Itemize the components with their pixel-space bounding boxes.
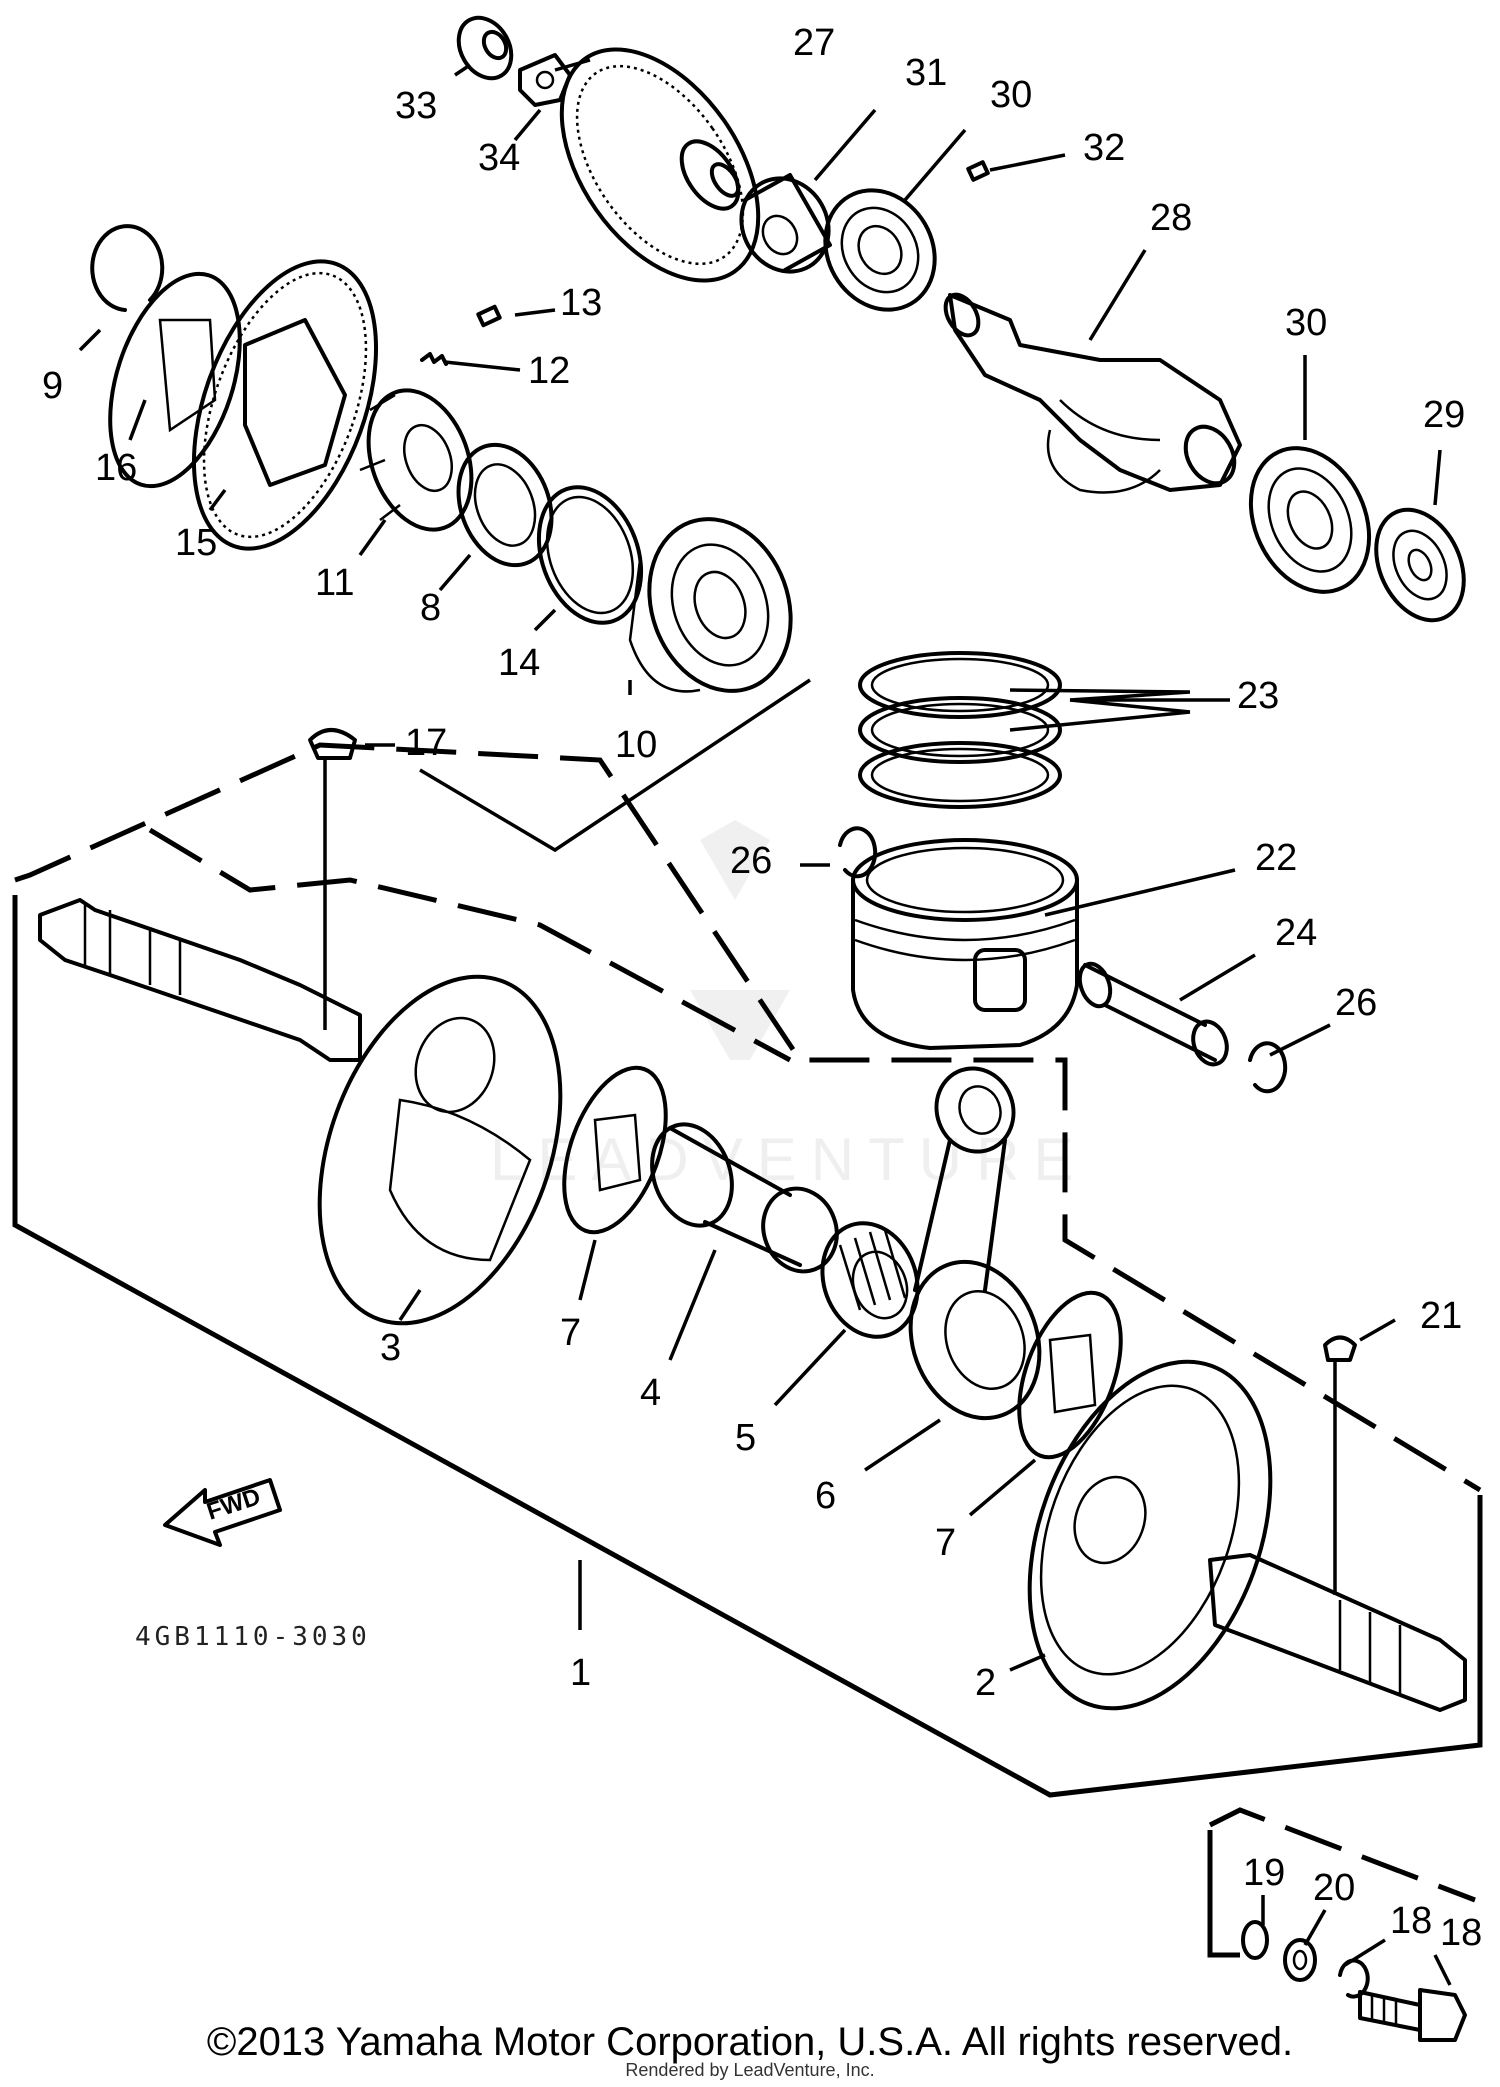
part-18-bolt xyxy=(1358,1988,1467,2042)
callout-29: 29 xyxy=(1423,394,1465,436)
part-30-bearing-upper xyxy=(823,188,937,312)
callout-19: 18 xyxy=(1390,1900,1432,1942)
callout-30-upper: 30 xyxy=(990,74,1032,116)
rendered-by-credit: Rendered by LeadVenture, Inc. xyxy=(625,2060,875,2080)
callout-22: 21 xyxy=(1420,1295,1462,1337)
callout-26-left: 26 xyxy=(730,840,772,882)
callout-18: 18 xyxy=(1440,1912,1482,1954)
part-13-spring xyxy=(420,352,448,366)
part-9-circlip xyxy=(90,224,165,312)
part-17-woodruff-key xyxy=(308,728,357,1030)
part-34-washer xyxy=(518,53,572,107)
callout-27: 27 xyxy=(793,22,835,64)
callout-33: 33 xyxy=(395,85,437,127)
part-22-woodruff-key xyxy=(1323,1335,1357,1595)
callout-4: 4 xyxy=(640,1372,661,1414)
crankshaft-assembly-frame xyxy=(12,742,1483,1798)
part-7-washer-left xyxy=(562,1065,668,1235)
part-5-needle-bearing xyxy=(820,1221,920,1339)
part-16-plate xyxy=(108,271,242,489)
part-26-circlip-right xyxy=(1248,1041,1288,1094)
leader-lines xyxy=(78,58,1452,1986)
part-33-nut xyxy=(456,15,514,81)
callout-2: 2 xyxy=(975,1662,996,1704)
part-28-balancer-shaft xyxy=(943,292,1242,494)
callout-5: 5 xyxy=(735,1417,756,1459)
callout-10: 10 xyxy=(615,724,657,766)
part-24-piston-rings xyxy=(858,651,1062,809)
callout-8: 8 xyxy=(420,587,441,629)
callout-6: 6 xyxy=(815,1475,836,1517)
callout-1: 1 xyxy=(570,1652,591,1694)
callout-31: 31 xyxy=(905,52,947,94)
part-26-circlip-left xyxy=(838,826,878,879)
part-10-bearing xyxy=(628,517,793,693)
part-29-bearing xyxy=(1374,507,1466,623)
part-14-pin xyxy=(476,304,502,328)
part-32-key xyxy=(966,160,990,182)
callout-3: 3 xyxy=(380,1327,401,1369)
callout-11: 11 xyxy=(315,562,354,604)
part-11-gear-hub xyxy=(359,388,474,532)
callout-25: 24 xyxy=(1275,912,1317,954)
part-25-piston-pin xyxy=(1077,961,1229,1067)
part-20-o-ring xyxy=(1241,1920,1269,1960)
fwd-arrow-icon: FWD xyxy=(163,1478,282,1547)
watermark-text: LEADVENTURE xyxy=(490,1126,1087,1193)
part-8-ring xyxy=(456,442,554,568)
part-27-gear-cover xyxy=(559,47,761,283)
callout-34: 34 xyxy=(478,137,520,179)
callout-16: 16 xyxy=(95,447,137,489)
leader-10-to-17 xyxy=(419,678,811,853)
callout-28: 28 xyxy=(1150,197,1192,239)
callout-12: 14 xyxy=(498,642,540,684)
part-30-bearing-lower xyxy=(1248,446,1372,594)
diagram-code: 4GB1110-3030 xyxy=(135,1622,371,1652)
part-12-washer xyxy=(536,485,644,625)
fastener-frame xyxy=(1207,1807,1476,1958)
part-4-crank-pin xyxy=(650,1122,839,1274)
callout-7-right: 7 xyxy=(935,1522,956,1564)
callout-32: 32 xyxy=(1083,127,1125,169)
part-7-washer-right xyxy=(1017,1290,1123,1460)
callout-labels: 27 33 34 31 30 32 28 30 29 9 16 15 13 12… xyxy=(42,22,1482,1954)
callout-7-left: 7 xyxy=(560,1312,581,1354)
callout-21: 20 xyxy=(1313,1867,1355,1909)
callout-26-right: 26 xyxy=(1335,982,1377,1024)
callout-17: 17 xyxy=(405,722,447,764)
callout-30-lower: 30 xyxy=(1285,302,1327,344)
part-23-piston xyxy=(851,838,1079,1050)
callout-24: 23 xyxy=(1237,675,1279,717)
part-2-crank-web-right xyxy=(1027,1359,1467,1712)
part-3-crank-web-left xyxy=(38,898,563,1326)
callout-9: 9 xyxy=(42,365,63,407)
watermark: LEADVENTURE xyxy=(490,820,1087,1193)
callout-14: 13 xyxy=(560,282,602,324)
callout-13: 12 xyxy=(528,350,570,392)
copyright-notice: ©2013 Yamaha Motor Corporation, U.S.A. A… xyxy=(206,2020,1294,2064)
part-6-connecting-rod xyxy=(908,1066,1042,1421)
callout-20: 19 xyxy=(1243,1852,1285,1894)
callout-23: 22 xyxy=(1255,837,1297,879)
part-21-washer xyxy=(1283,1938,1317,1982)
part-15-balancer-gear xyxy=(191,259,379,551)
callout-15: 15 xyxy=(175,522,217,564)
part-31-bushing xyxy=(739,173,832,274)
